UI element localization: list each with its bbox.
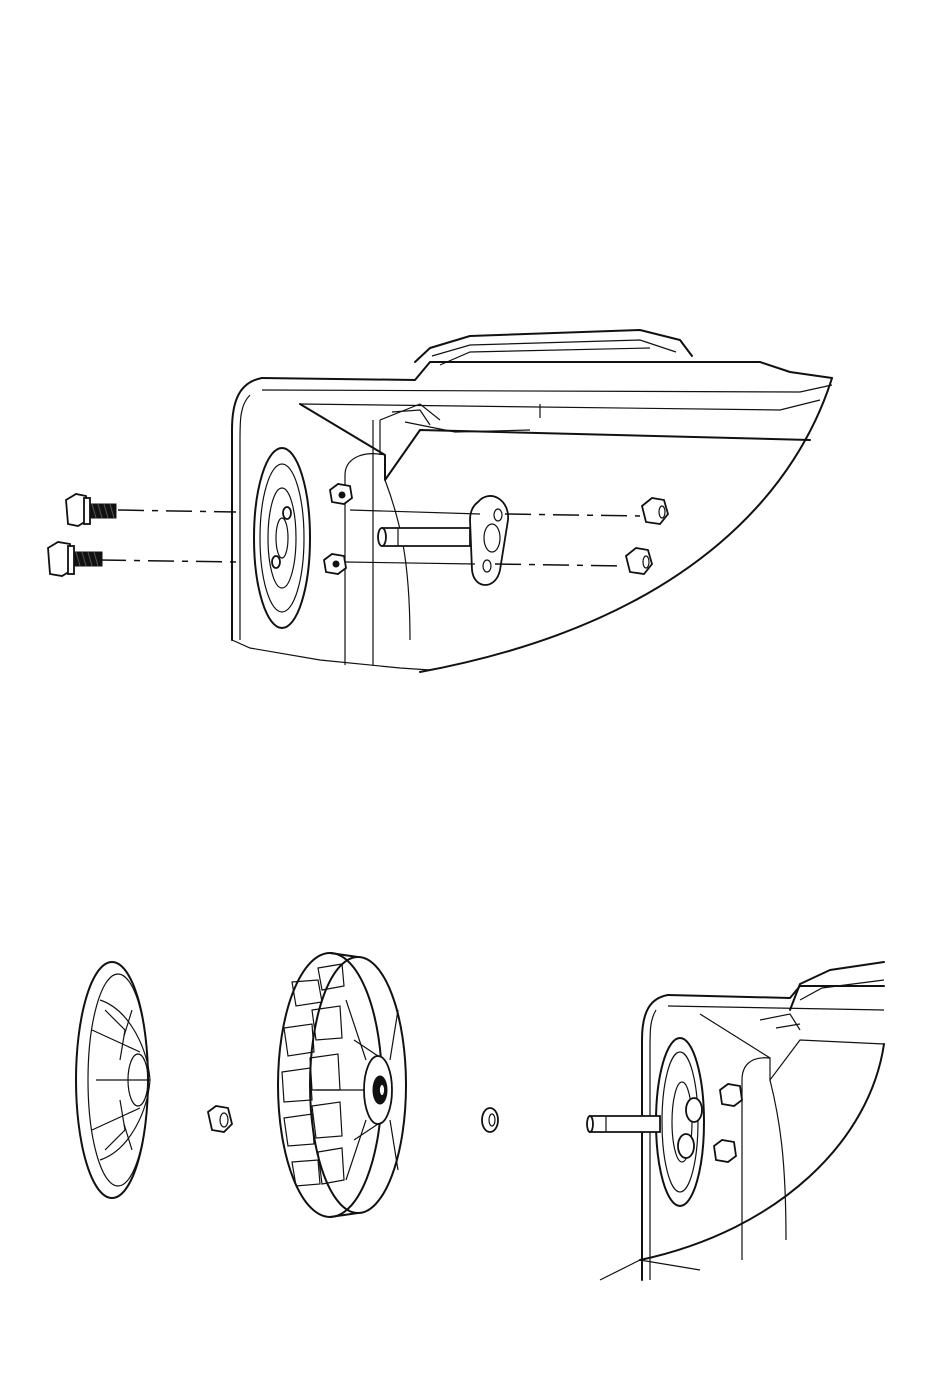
flange-bolt-upper [66, 494, 116, 526]
housing-nut-upper [330, 484, 352, 504]
rear-wheel [278, 953, 406, 1217]
hub-cap [76, 962, 150, 1198]
mower-deck-rear [232, 330, 832, 672]
wheel-installation-diagram [0, 940, 950, 1300]
flange-nut-lower [626, 548, 652, 574]
spacer-washer [482, 1108, 498, 1132]
axle-mounting-diagram [0, 0, 950, 700]
axle-shaft [378, 528, 470, 546]
flange-nut-upper [642, 498, 668, 524]
housing-nut-lower [324, 554, 346, 574]
mower-deck-rear [587, 962, 884, 1280]
wheel-installation-panel [0, 940, 950, 1300]
axle-mounting-panel [0, 0, 950, 700]
alignment-lines [100, 510, 640, 566]
flange-bolt-lower [48, 542, 102, 576]
wheel-nut [208, 1106, 232, 1132]
mounting-plate [470, 496, 508, 585]
axle-hub-boss [254, 448, 310, 628]
